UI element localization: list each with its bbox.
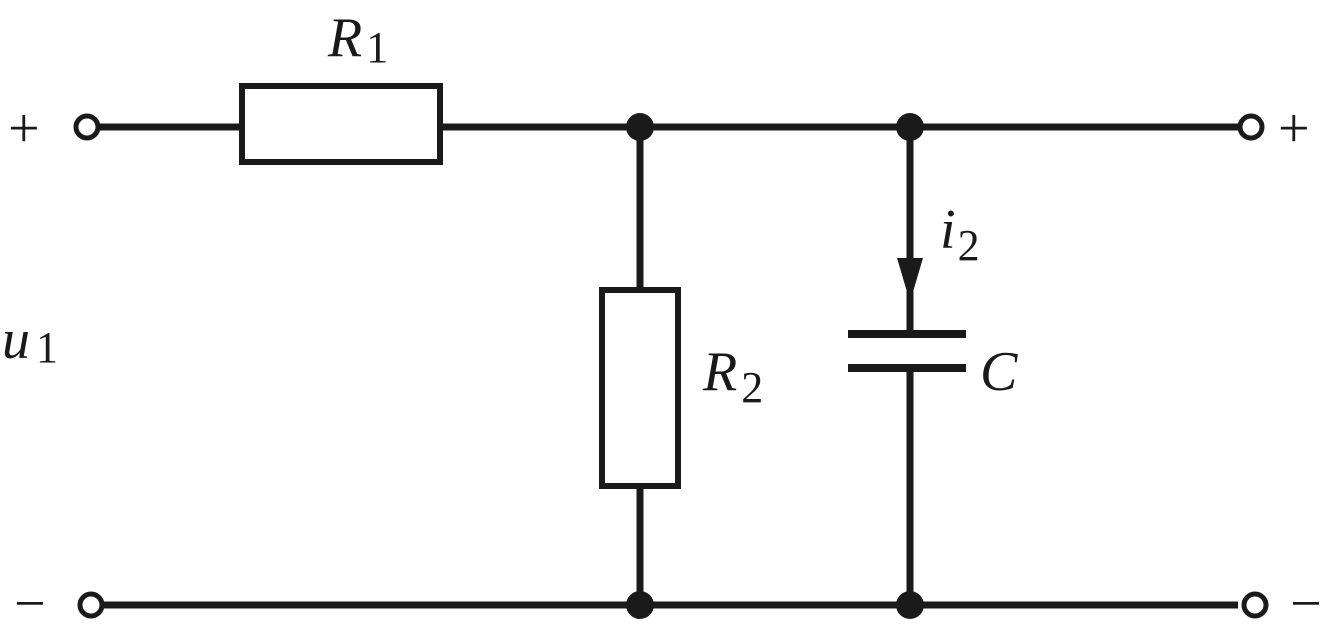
- terminal-output-minus: [1241, 591, 1269, 619]
- junction-dot-bottom-c: [896, 591, 924, 619]
- sign-input-plus: +: [8, 98, 40, 160]
- label-c: C: [980, 341, 1018, 403]
- label-r2: R2: [702, 341, 763, 412]
- label-r2-sub: 2: [741, 363, 763, 412]
- label-r1: R1: [327, 7, 388, 72]
- sign-input-minus: −: [14, 573, 46, 628]
- label-u1-main: u: [2, 309, 30, 371]
- terminal-output-plus: [1237, 113, 1265, 141]
- label-i2-main: i: [940, 199, 956, 261]
- label-r1-sub: 1: [366, 23, 388, 72]
- resistor-r2: [599, 287, 681, 489]
- label-i2-sub: 2: [958, 221, 980, 270]
- junction-dot-bottom-r2: [626, 591, 654, 619]
- label-r1-main: R: [327, 7, 362, 69]
- label-r2-main: R: [702, 341, 737, 403]
- label-u1-sub: 1: [36, 323, 58, 372]
- current-arrow-i2: [897, 258, 923, 302]
- junction-dot-top-r2: [626, 113, 654, 141]
- sign-output-minus: −: [1290, 573, 1322, 628]
- terminal-input-minus: [77, 591, 105, 619]
- terminal-input-plus: [73, 113, 101, 141]
- junction-dot-top-c: [896, 113, 924, 141]
- resistor-r1: [239, 83, 443, 165]
- label-i2: i2: [940, 199, 980, 270]
- sign-output-plus: +: [1278, 98, 1310, 160]
